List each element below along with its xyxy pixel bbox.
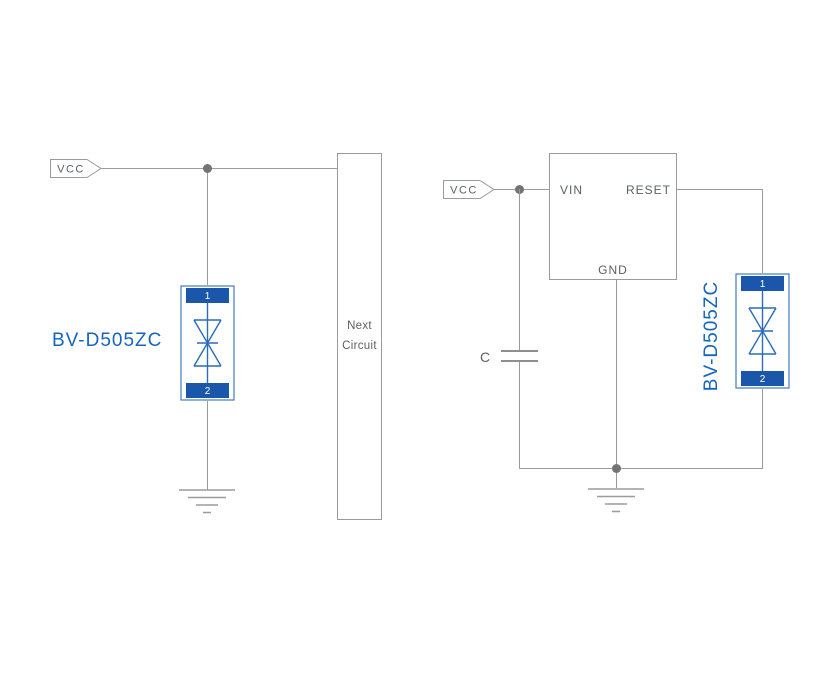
tvs-terminal-1 (741, 276, 784, 291)
wire (519, 189, 520, 351)
wire (101, 168, 337, 169)
ic-block: VIN RESET GND (549, 153, 677, 280)
pin-1-label: 1 (760, 279, 766, 290)
wire (616, 280, 617, 468)
vcc-label-left: VCC (57, 164, 85, 176)
tvs-terminal-2 (741, 371, 784, 386)
wire (207, 401, 208, 490)
capacitor-plate (501, 360, 538, 362)
wire (519, 468, 763, 469)
junction-dot (203, 164, 212, 173)
component-label-right: BV-D505ZC (701, 280, 722, 392)
capacitor-label: C (480, 349, 491, 365)
wire (762, 389, 763, 469)
pin-1-label: 1 (205, 291, 211, 302)
ic-pin-reset-label: RESET (625, 183, 671, 197)
capacitor-plate (501, 350, 538, 352)
tvs-diode-right: 1 2 (735, 273, 790, 389)
next-circuit-block: Next Circuit (337, 153, 382, 520)
net-tag-shape (443, 180, 495, 199)
pin-2-label: 2 (205, 386, 211, 397)
tvs-diode-left: 1 2 (180, 285, 235, 401)
pin-2-label: 2 (760, 374, 766, 385)
tvs-body-outline (180, 285, 235, 401)
vcc-net-tag-left: VCC (50, 159, 102, 178)
tvs-terminal-1 (186, 288, 229, 303)
ground-symbol-left (179, 489, 235, 514)
net-tag-shape (50, 159, 102, 178)
junction-dot (612, 464, 621, 473)
wire (207, 168, 208, 285)
vcc-net-tag-right: VCC (443, 180, 495, 199)
next-circuit-label: Next Circuit (342, 319, 377, 352)
ic-pin-gnd-label: GND (598, 263, 628, 277)
tvs-terminal-2 (186, 383, 229, 398)
ic-pin-vin-label: VIN (560, 183, 584, 197)
wire (616, 468, 617, 488)
vcc-label-right: VCC (450, 185, 478, 197)
component-label-left: BV-D505ZC (52, 330, 163, 351)
ground-symbol-right (588, 488, 644, 513)
tvs-body-outline (735, 273, 790, 389)
wire (677, 189, 762, 190)
wire (519, 362, 520, 469)
wire (762, 189, 763, 273)
